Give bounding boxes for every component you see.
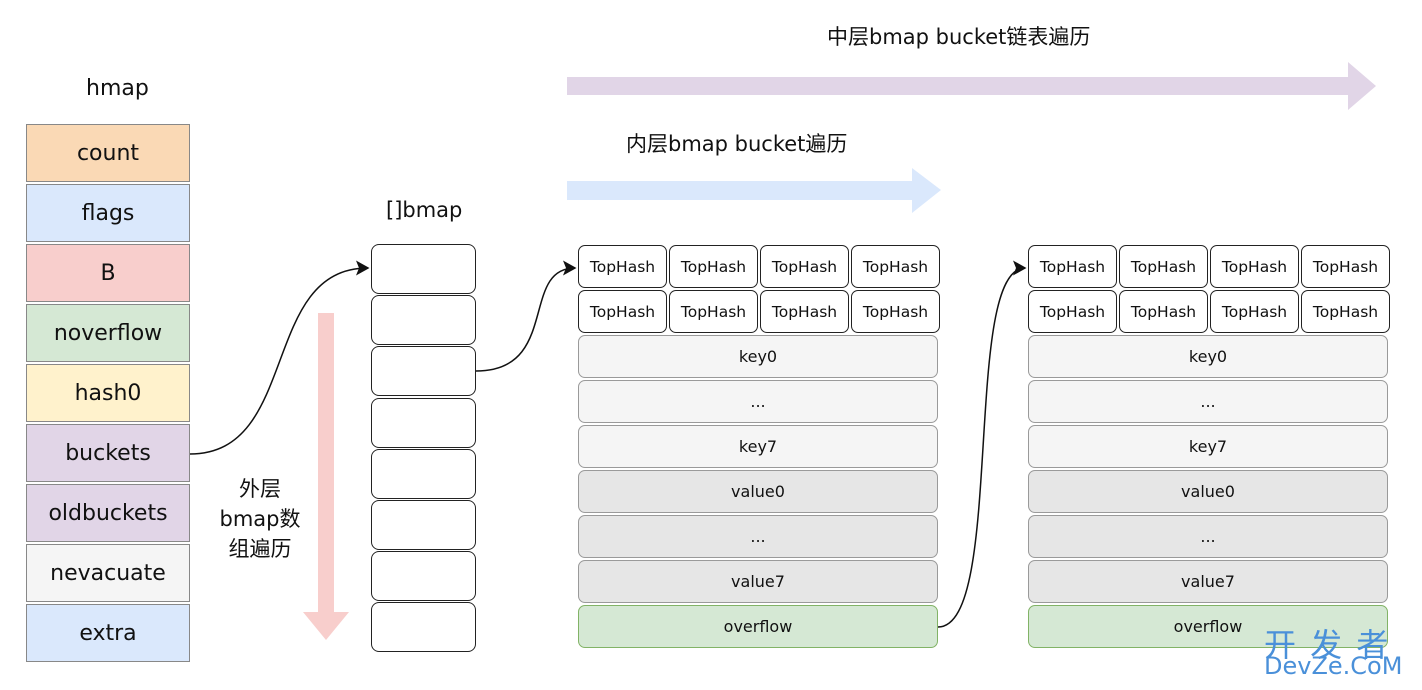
- tophash-cell: TopHash: [1301, 245, 1390, 288]
- bmap-array-slot: [371, 551, 476, 602]
- hmap-field: extra: [26, 604, 190, 662]
- value-slot: value0: [578, 470, 938, 513]
- bmap-array-title: []bmap: [386, 198, 463, 222]
- tophash-cell: TopHash: [578, 290, 667, 333]
- tophash-cell: TopHash: [669, 245, 758, 288]
- tophash-cell: TopHash: [1028, 245, 1117, 288]
- bmap-array-slot: [371, 448, 476, 499]
- value-slot: value7: [578, 560, 938, 603]
- inner-loop-label: 内层bmap bucket遍历: [626, 132, 848, 156]
- hmap-title: hmap: [86, 76, 149, 101]
- outer-loop-label-line: 组遍历: [228, 537, 292, 561]
- outer-loop-label: 外层 bmap数 组遍历: [214, 474, 306, 564]
- tophash-cell: TopHash: [1119, 290, 1208, 333]
- buckets-to-array-connector: [189, 260, 370, 455]
- tophash-cell: TopHash: [1301, 290, 1390, 333]
- tophash-cell: TopHash: [578, 245, 667, 288]
- value-slot: ...: [578, 515, 938, 558]
- middle-loop-arrow: [567, 62, 1376, 110]
- inner-loop-arrow: [567, 168, 941, 213]
- hmap-field: count: [26, 124, 190, 182]
- overflow-pointer: overflow: [1028, 605, 1388, 648]
- tophash-cell: TopHash: [1210, 245, 1299, 288]
- key-slot: key0: [578, 335, 938, 378]
- value-slot: ...: [1028, 515, 1388, 558]
- tophash-cell: TopHash: [760, 245, 849, 288]
- tophash-cell: TopHash: [760, 290, 849, 333]
- outer-loop-label-line: 外层: [239, 477, 281, 501]
- watermark-line1: 开 发 者: [1264, 626, 1391, 664]
- tophash-cell: TopHash: [1210, 290, 1299, 333]
- bmap-array-slot: [371, 295, 476, 346]
- tophash-cell: TopHash: [851, 245, 940, 288]
- tophash-cell: TopHash: [669, 290, 758, 333]
- hmap-field: noverflow: [26, 304, 190, 362]
- watermark-line2: DevZe.CoM: [1264, 652, 1403, 680]
- bmap-array-slot: [371, 602, 476, 653]
- hmap-field: oldbuckets: [26, 484, 190, 542]
- value-slot: value7: [1028, 560, 1388, 603]
- outer-loop-label-line: bmap数: [219, 507, 301, 531]
- key-slot: ...: [578, 380, 938, 423]
- bmap-array-slot: [371, 346, 476, 397]
- middle-loop-label: 中层bmap bucket链表遍历: [827, 25, 1091, 49]
- hmap-field: nevacuate: [26, 544, 190, 602]
- overflow-pointer: overflow: [578, 605, 938, 648]
- tophash-cell: TopHash: [1119, 245, 1208, 288]
- hmap-field: flags: [26, 184, 190, 242]
- bmap-array-slot: [371, 244, 476, 294]
- key-slot: key7: [578, 425, 938, 468]
- bmap-array-slot: [371, 500, 476, 550]
- key-slot: key7: [1028, 425, 1388, 468]
- tophash-cell: TopHash: [1028, 290, 1117, 333]
- array-to-bucket-connector: [475, 260, 577, 372]
- key-slot: ...: [1028, 380, 1388, 423]
- hmap-field: hash0: [26, 364, 190, 422]
- overflow-to-next-bucket-connector: [937, 260, 1027, 628]
- hmap-field: buckets: [26, 424, 190, 482]
- bmap-array-slot: [371, 397, 476, 448]
- key-slot: key0: [1028, 335, 1388, 378]
- tophash-cell: TopHash: [851, 290, 940, 333]
- value-slot: value0: [1028, 470, 1388, 513]
- hmap-field: B: [26, 244, 190, 302]
- outer-loop-arrow: [303, 313, 349, 640]
